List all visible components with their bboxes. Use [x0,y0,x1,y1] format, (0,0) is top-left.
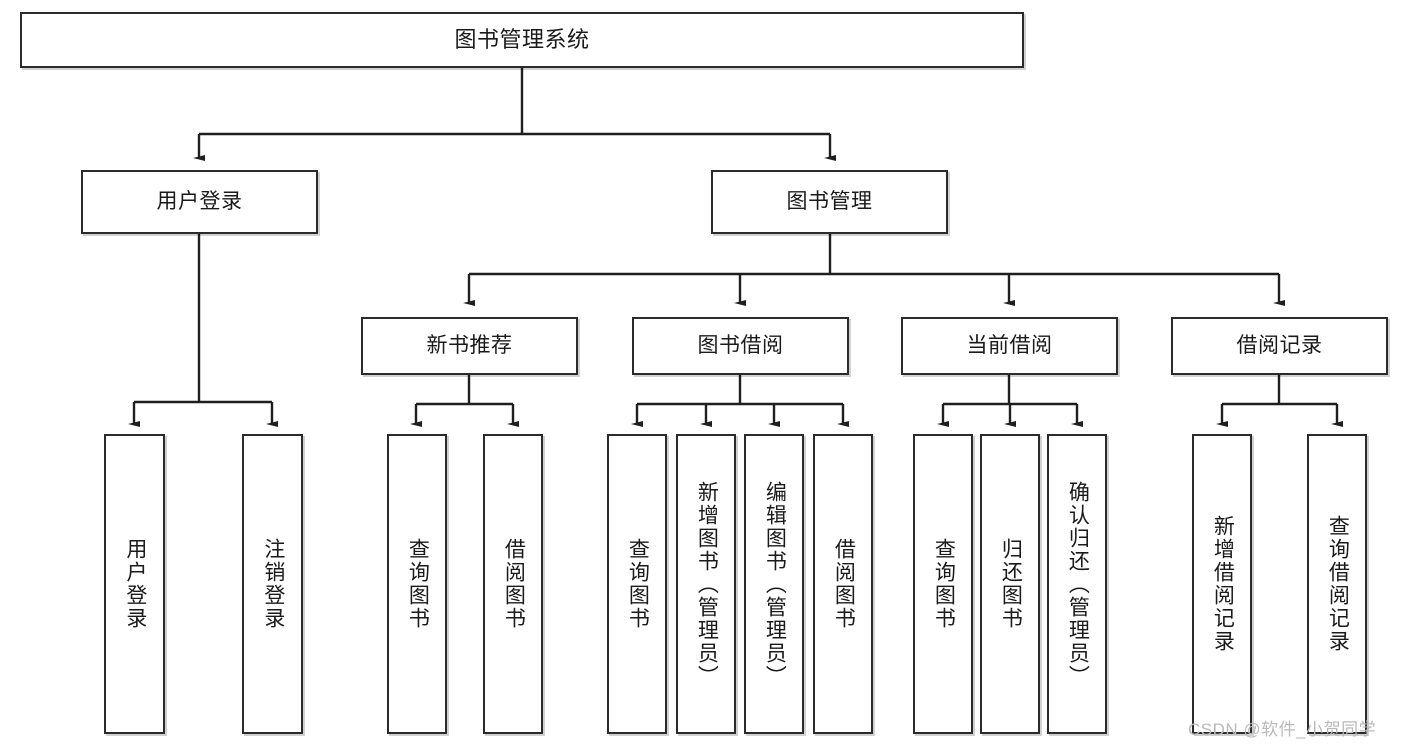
node-label: 编辑图书（管理员） [763,480,787,688]
node-label: 当前借阅 [966,333,1053,357]
node-leaf-borrow-book-2[interactable]: 借阅图书 [813,434,873,734]
node-leaf-confirm-return[interactable]: 确认归还（管理员） [1047,434,1107,734]
node-label: 借阅图书 [502,538,526,630]
node-borrow-record[interactable]: 借阅记录 [1171,317,1388,375]
node-book-manage[interactable]: 图书管理 [711,170,948,234]
node-leaf-query-book-2[interactable]: 查询图书 [607,434,667,734]
node-label: 图书借阅 [697,333,784,357]
node-label: 新书推荐 [426,333,513,357]
node-leaf-edit-book[interactable]: 编辑图书（管理员） [744,434,804,734]
node-label: 用户登录 [156,189,243,213]
node-label: 借阅记录 [1236,333,1323,357]
node-label: 确认归还（管理员） [1066,480,1090,688]
node-leaf-logout[interactable]: 注销登录 [242,434,303,734]
node-root-system[interactable]: 图书管理系统 [20,12,1024,68]
node-leaf-borrow-book-1[interactable]: 借阅图书 [483,434,543,734]
node-label: 注销登录 [261,538,285,630]
node-label: 用户登录 [123,538,147,630]
node-leaf-query-record[interactable]: 查询借阅记录 [1307,434,1367,734]
node-user-login[interactable]: 用户登录 [81,170,318,234]
node-label: 新增图书（管理员） [695,480,719,688]
node-label: 查询借阅记录 [1326,515,1350,653]
node-leaf-add-record[interactable]: 新增借阅记录 [1192,434,1252,734]
node-label: 新增借阅记录 [1211,515,1235,653]
node-leaf-query-book-3[interactable]: 查询图书 [913,434,973,734]
node-leaf-return-book[interactable]: 归还图书 [980,434,1040,734]
node-leaf-add-book[interactable]: 新增图书（管理员） [676,434,736,734]
node-book-borrow[interactable]: 图书借阅 [632,317,849,375]
node-leaf-user-login[interactable]: 用户登录 [104,434,165,734]
node-label: 查询图书 [406,538,430,630]
node-label: 归还图书 [999,538,1023,630]
node-leaf-query-book-1[interactable]: 查询图书 [387,434,447,734]
node-label: 图书管理 [786,189,873,213]
node-current-borrow[interactable]: 当前借阅 [901,317,1118,375]
node-label: 借阅图书 [832,538,856,630]
node-label: 查询图书 [932,538,956,630]
node-label: 查询图书 [626,538,650,630]
csdn-watermark: CSDN @软件_小贺同学 [1188,720,1377,739]
node-label: 图书管理系统 [454,27,590,53]
node-new-book-recommend[interactable]: 新书推荐 [361,317,578,375]
